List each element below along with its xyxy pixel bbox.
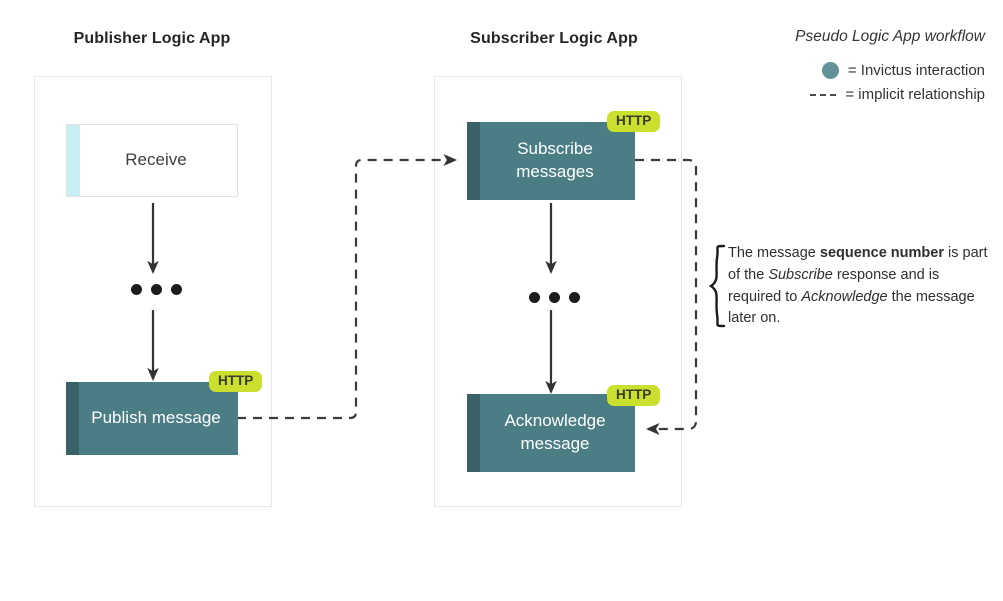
node-acknowledge-message[interactable]: Acknowledge message	[467, 394, 635, 472]
annotation-emphasis: Subscribe	[768, 266, 833, 283]
teal-circle-icon	[821, 62, 839, 79]
node-label-line-2: message	[520, 434, 590, 453]
node-receive[interactable]: Receive	[66, 124, 238, 197]
node-label-line-1: Subscribe	[517, 139, 593, 159]
annotation-line-2: part of the Subscribe response and is	[728, 245, 988, 283]
ellipsis-dot	[131, 284, 142, 295]
node-accent-bar	[66, 382, 79, 455]
ellipsis-dot	[549, 292, 560, 303]
annotation-text: is	[943, 245, 959, 261]
ellipsis-subscriber	[529, 292, 580, 303]
annotation-text: the message	[887, 288, 975, 305]
annotation-text: required to	[728, 288, 802, 305]
node-label-line-1: Acknowledge	[504, 411, 606, 431]
ellipsis-publisher	[131, 284, 182, 295]
node-accent-bar	[467, 122, 480, 200]
annotation-emphasis: Acknowledge	[801, 288, 888, 305]
column-title-publisher: Publisher Logic App	[73, 30, 231, 47]
http-badge-subscribe: HTTP	[607, 111, 661, 132]
column-title-subscriber: Subscriber Logic App	[470, 30, 638, 47]
annotation-sequence-number: The message sequence number is part of t…	[728, 243, 990, 330]
legend: Pseudo Logic App workflow = Invictus int…	[685, 28, 985, 110]
legend-item-invictus-interaction: = Invictus interaction	[685, 62, 985, 79]
http-badge-publish: HTTP	[209, 371, 263, 392]
legend-title: Pseudo Logic App workflow	[795, 28, 985, 45]
annotation-line-1: The message sequence number is	[728, 245, 958, 261]
annotation-emphasis: sequence number	[819, 245, 944, 261]
node-publish-message[interactable]: Publish message	[66, 382, 238, 455]
annotation-text: The message	[728, 245, 820, 261]
legend-item-implicit-relationship: = implicit relationship	[685, 86, 985, 103]
annotation-brace-icon	[708, 244, 726, 328]
node-subscribe-messages-label: Subscribe messages	[496, 138, 605, 184]
node-accent-bar	[67, 125, 80, 196]
ellipsis-dot	[569, 292, 580, 303]
node-label-line-2: messages	[516, 162, 594, 181]
legend-item-label: = implicit relationship	[845, 86, 985, 103]
node-receive-label: Receive	[125, 150, 187, 170]
node-acknowledge-message-label: Acknowledge message	[484, 410, 617, 456]
node-subscribe-messages[interactable]: Subscribe messages	[467, 122, 635, 200]
annotation-text: response and is	[832, 266, 940, 283]
node-accent-bar	[467, 394, 480, 472]
node-publish-message-label: Publish message	[91, 408, 221, 428]
annotation-line-3: required to Acknowledge the message	[728, 289, 975, 305]
annotation-line-4: later on.	[728, 310, 781, 327]
http-badge-acknowledge: HTTP	[607, 385, 661, 406]
ellipsis-dot	[529, 292, 540, 303]
legend-item-label: = Invictus interaction	[847, 62, 985, 79]
dashed-line-icon	[810, 93, 837, 96]
ellipsis-dot	[151, 284, 162, 295]
ellipsis-dot	[171, 284, 182, 295]
annotation-text: part of the	[728, 245, 988, 283]
